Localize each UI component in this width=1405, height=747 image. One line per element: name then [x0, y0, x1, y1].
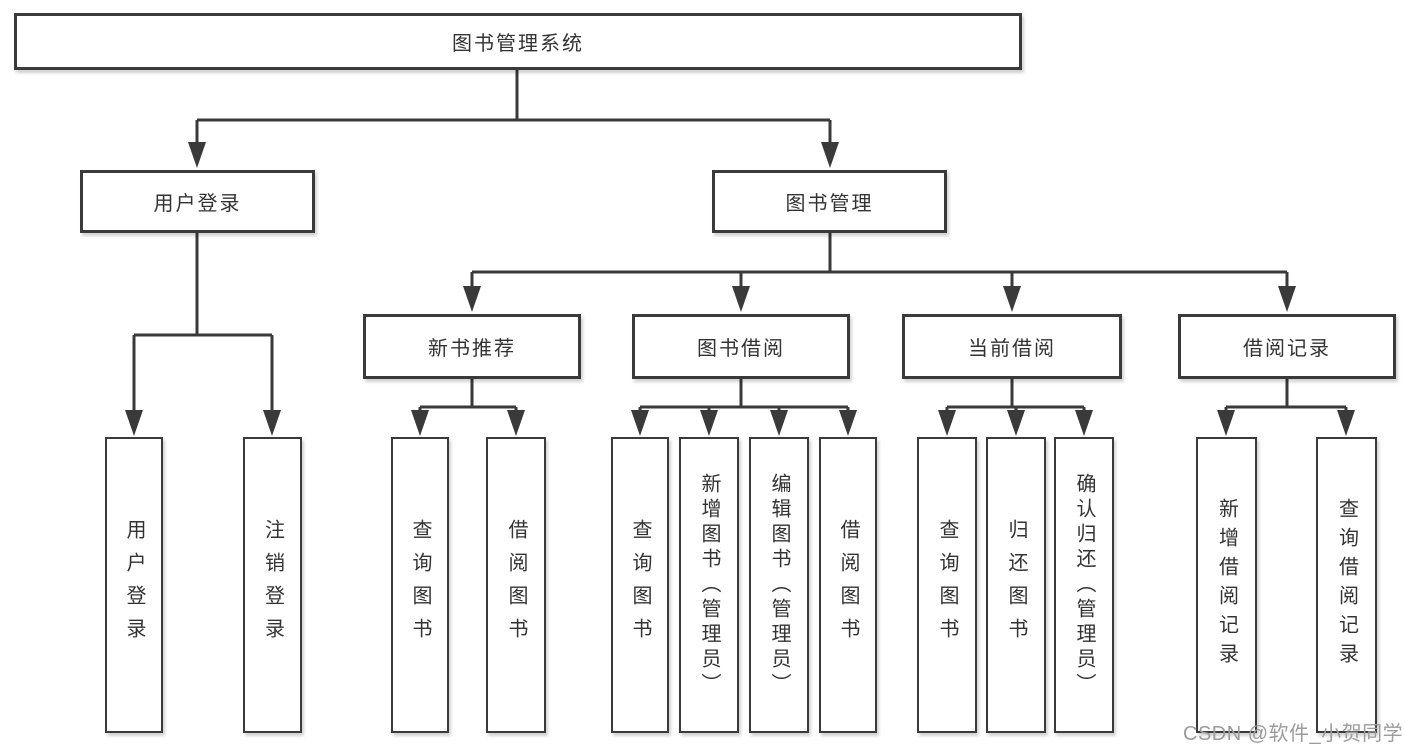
node-leaf-record-query: 查询借阅记录: [1316, 437, 1377, 733]
arrowhead-icon: [411, 410, 429, 436]
node-label: 新增图书（管理员）: [698, 472, 720, 698]
node-leaf-borrow-edit-book: 编辑图书（管理员）: [749, 437, 809, 733]
arrowhead-icon: [188, 142, 206, 168]
node-label: 借阅图书: [837, 519, 859, 651]
arrowhead-icon: [631, 410, 649, 436]
node-label: 当前借阅: [968, 338, 1056, 360]
connector-user-login: [132, 233, 274, 414]
node-leaf-current-return-book: 归还图书: [986, 437, 1046, 733]
arrowhead-icon: [1003, 286, 1021, 312]
node-label: 图书管理: [785, 193, 874, 215]
arrowhead-icon: [1007, 410, 1025, 436]
node-label: 图书借阅: [697, 338, 785, 360]
arrowhead-icon: [463, 286, 481, 312]
arrowhead-icon: [125, 410, 143, 436]
node-label: 图书管理系统: [452, 33, 584, 55]
node-current-borrow: 当前借阅: [902, 314, 1122, 379]
node-label: 用户登录: [123, 519, 145, 651]
node-label: 查询图书: [409, 519, 431, 651]
arrowhead-icon: [770, 410, 788, 436]
node-label: 编辑图书（管理员）: [768, 472, 790, 698]
node-leaf-logout: 注销登录: [243, 437, 302, 733]
node-new-book-recommend: 新书推荐: [363, 314, 581, 379]
node-label: 用户登录: [153, 193, 242, 215]
arrowhead-icon: [700, 410, 718, 436]
connector-borrow-record: [1224, 379, 1348, 414]
node-label: 归还图书: [1005, 519, 1027, 651]
csdn-watermark: CSDN @软件_小贺同学: [1183, 723, 1404, 745]
node-borrow-record: 借阅记录: [1178, 314, 1396, 379]
arrowhead-icon: [263, 410, 281, 436]
node-leaf-borrow-query-book: 查询图书: [611, 437, 669, 733]
node-label: 查询图书: [936, 519, 958, 651]
node-leaf-user-login: 用户登录: [105, 437, 163, 733]
connector-current-borrow: [945, 379, 1086, 414]
node-label: 查询图书: [629, 519, 651, 651]
arrowhead-icon: [938, 410, 956, 436]
node-label: 新增借阅记录: [1215, 498, 1238, 672]
node-label: 借阅记录: [1243, 338, 1331, 360]
node-label: 确认归还（管理员）: [1073, 472, 1095, 698]
node-label: 查询借阅记录: [1335, 498, 1358, 672]
connector-book-borrow: [638, 379, 850, 414]
arrowhead-icon: [1278, 286, 1296, 312]
node-label: 借阅图书: [505, 519, 527, 651]
arrowhead-icon: [507, 410, 525, 436]
node-leaf-current-confirm-return: 确认归还（管理员）: [1054, 437, 1114, 733]
connector-new-book-recommend: [418, 379, 518, 414]
node-leaf-borrow-borrow-book: 借阅图书: [819, 437, 877, 733]
arrowhead-icon: [1337, 410, 1355, 436]
arrowhead-icon: [732, 286, 750, 312]
node-leaf-record-add: 新增借阅记录: [1196, 437, 1257, 733]
node-leaf-recommend-query-book: 查询图书: [391, 437, 449, 733]
node-user-login: 用户登录: [80, 170, 315, 233]
arrowhead-icon: [1075, 410, 1093, 436]
node-leaf-recommend-borrow-book: 借阅图书: [486, 437, 546, 733]
node-label: 新书推荐: [428, 338, 516, 360]
connector-root: [195, 70, 832, 144]
arrowhead-icon: [839, 410, 857, 436]
arrowhead-icon: [1217, 410, 1235, 436]
node-book-management: 图书管理: [712, 170, 947, 233]
node-leaf-current-query-book: 查询图书: [917, 437, 977, 733]
node-label: 注销登录: [261, 519, 284, 651]
connector-book-management: [470, 233, 1289, 290]
node-root-system: 图书管理系统: [14, 13, 1022, 70]
arrowhead-icon: [821, 142, 839, 168]
node-leaf-borrow-add-book: 新增图书（管理员）: [679, 437, 739, 733]
node-book-borrow: 图书借阅: [632, 314, 850, 379]
